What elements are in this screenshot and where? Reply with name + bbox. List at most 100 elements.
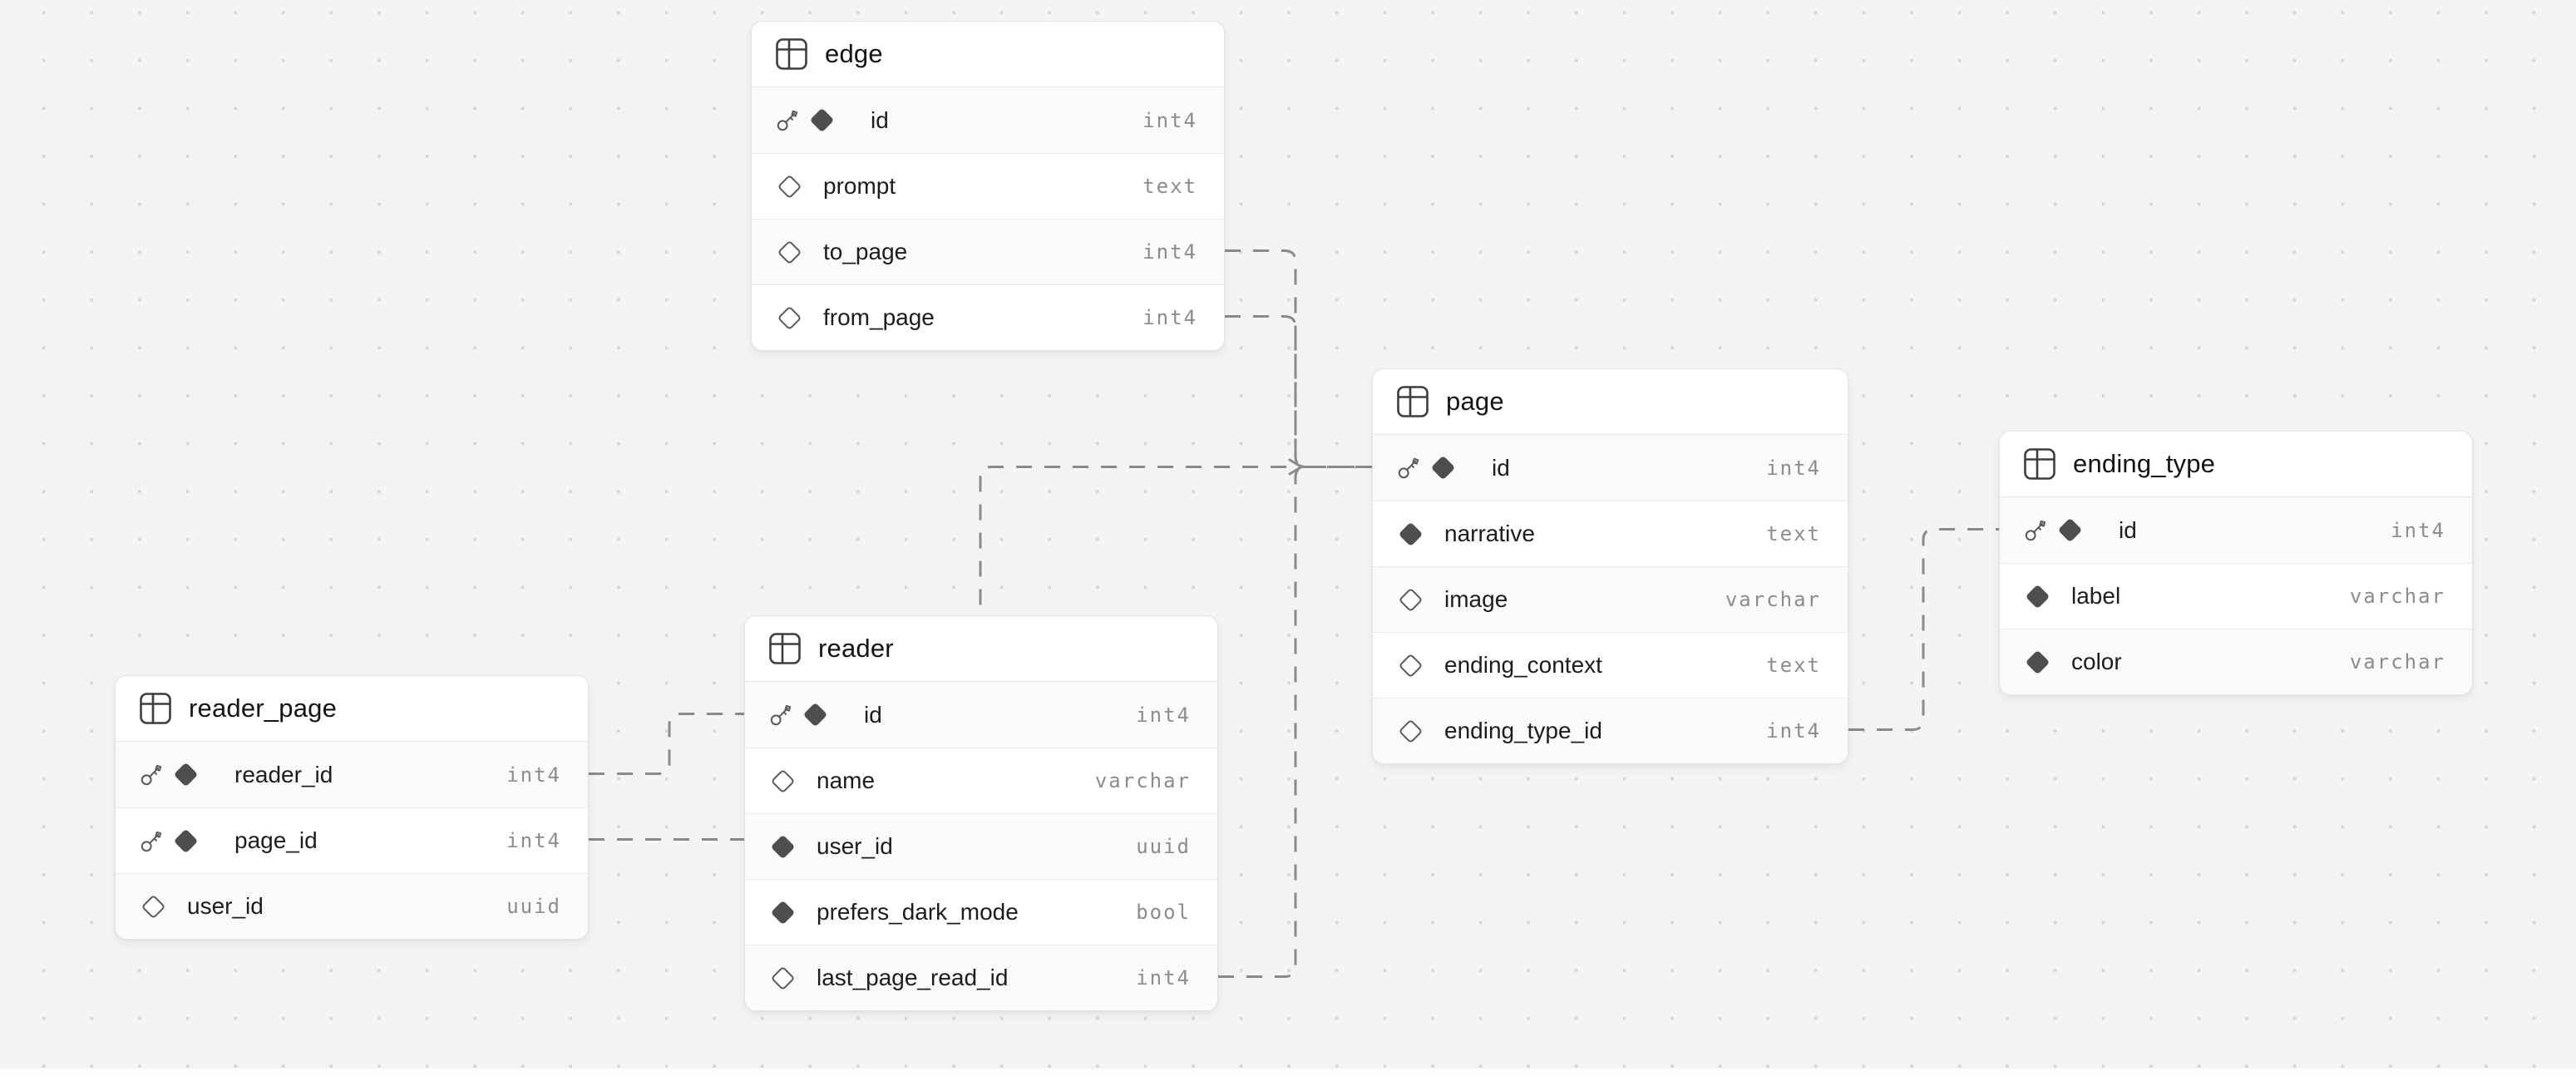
column-name: user_id: [187, 893, 264, 919]
column-type: varchar: [1725, 588, 1821, 611]
column-row-reader_page-reader_id[interactable]: reader_id int4: [116, 742, 588, 807]
nullable-diamond-icon: [770, 768, 795, 793]
column-type: int4: [1142, 108, 1197, 132]
column-type: int4: [506, 763, 561, 787]
column-row-reader_page-user_id[interactable]: user_id uuid: [116, 873, 588, 939]
column-type: uuid: [506, 895, 561, 918]
table-name: page: [1446, 387, 1504, 416]
table-grid-icon: [775, 37, 808, 71]
column-type: text: [1766, 522, 1821, 545]
column-name: id: [864, 701, 882, 728]
required-diamond-icon: [2025, 584, 2050, 609]
column-name: last_page_read_id: [817, 965, 1009, 990]
column-row-ending_type-color[interactable]: color varchar: [2000, 629, 2472, 694]
table-header-page[interactable]: page: [1373, 369, 1848, 435]
column-type: int4: [2391, 518, 2445, 542]
primary-key-icon: [141, 763, 163, 786]
primary-key-icon: [2025, 519, 2047, 541]
column-type: varchar: [2349, 585, 2445, 608]
column-row-edge-to_page[interactable]: to_page int4: [752, 219, 1224, 284]
column-row-reader-name[interactable]: name varchar: [745, 748, 1217, 813]
relationship-edge-from_page--page-id[interactable]: [1225, 315, 1372, 468]
table-grid-icon: [2023, 447, 2056, 481]
column-name: prompt: [823, 173, 896, 199]
table-name: reader_page: [189, 693, 338, 723]
column-type: varchar: [1094, 769, 1191, 792]
column-row-ending_type-id[interactable]: id int4: [2000, 497, 2472, 563]
column-row-ending_type-label[interactable]: label varchar: [2000, 563, 2472, 629]
column-name: label: [2071, 583, 2121, 609]
column-type: int4: [1766, 456, 1821, 480]
column-row-reader-last_page_read_id[interactable]: last_page_read_id int4: [745, 945, 1217, 1010]
relationship-reader_page-reader_id--reader-id[interactable]: [589, 713, 744, 775]
table-header-reader[interactable]: reader: [745, 616, 1217, 682]
relationship-page-ending_type_id--ending_type-id[interactable]: [1848, 528, 1999, 731]
nullable-diamond-icon: [777, 239, 802, 264]
column-name: color: [2071, 649, 2122, 674]
column-name: id: [2119, 516, 2137, 543]
column-row-page-ending_context[interactable]: ending_context text: [1373, 632, 1848, 698]
table-header-reader_page[interactable]: reader_page: [116, 676, 588, 742]
column-name: to_page: [823, 239, 908, 264]
column-row-reader-prefers_dark_mode[interactable]: prefers_dark_mode bool: [745, 879, 1217, 945]
column-type: int4: [1142, 240, 1197, 264]
column-name: ending_context: [1444, 652, 1602, 678]
column-name: ending_type_id: [1444, 718, 1602, 743]
column-type: bool: [1136, 901, 1191, 924]
required-diamond-icon: [2025, 649, 2050, 674]
column-name: name: [817, 768, 876, 793]
nullable-diamond-icon: [777, 174, 802, 199]
required-diamond-icon: [1430, 455, 1455, 481]
column-type: int4: [1142, 306, 1197, 329]
column-type: varchar: [2349, 650, 2445, 674]
column-type: int4: [1766, 719, 1821, 743]
table-header-edge[interactable]: edge: [752, 22, 1224, 87]
primary-key-icon: [777, 109, 799, 131]
table-grid-icon: [139, 692, 172, 725]
column-name: image: [1444, 586, 1508, 612]
table-name: ending_type: [2073, 449, 2216, 478]
column-type: text: [1142, 175, 1197, 198]
table-grid-icon: [1396, 385, 1429, 418]
required-diamond-icon: [1398, 521, 1423, 546]
required-diamond-icon: [809, 107, 834, 133]
canvas-bottom-edge: [0, 1069, 2576, 1076]
column-name: page_id: [234, 827, 318, 853]
table-grid-icon: [768, 632, 802, 665]
relationship-edge-to_page--page-id[interactable]: [1225, 249, 1372, 468]
nullable-diamond-icon: [777, 305, 802, 330]
nullable-diamond-icon: [1398, 718, 1423, 743]
nullable-diamond-icon: [1398, 653, 1423, 678]
table-name: edge: [825, 39, 883, 68]
column-row-edge-id[interactable]: id int4: [752, 87, 1224, 153]
table-header-ending_type[interactable]: ending_type: [2000, 432, 2472, 497]
required-diamond-icon: [173, 762, 198, 787]
relationship-reader-last_page_read_id--page-id[interactable]: [1218, 466, 1372, 978]
table-name: reader: [818, 634, 894, 663]
column-name: prefers_dark_mode: [817, 899, 1019, 925]
column-name: reader_id: [234, 761, 333, 787]
nullable-diamond-icon: [1398, 587, 1423, 612]
column-row-page-image[interactable]: image varchar: [1373, 566, 1848, 632]
column-row-page-ending_type_id[interactable]: ending_type_id int4: [1373, 698, 1848, 763]
column-row-reader-id[interactable]: id int4: [745, 682, 1217, 748]
column-name: id: [871, 106, 889, 133]
primary-key-icon: [770, 703, 792, 726]
nullable-diamond-icon: [141, 894, 165, 919]
column-type: int4: [1136, 703, 1191, 727]
column-name: user_id: [817, 833, 893, 859]
column-type: text: [1766, 654, 1821, 677]
column-type: int4: [1136, 966, 1191, 990]
column-row-edge-prompt[interactable]: prompt text: [752, 153, 1224, 219]
